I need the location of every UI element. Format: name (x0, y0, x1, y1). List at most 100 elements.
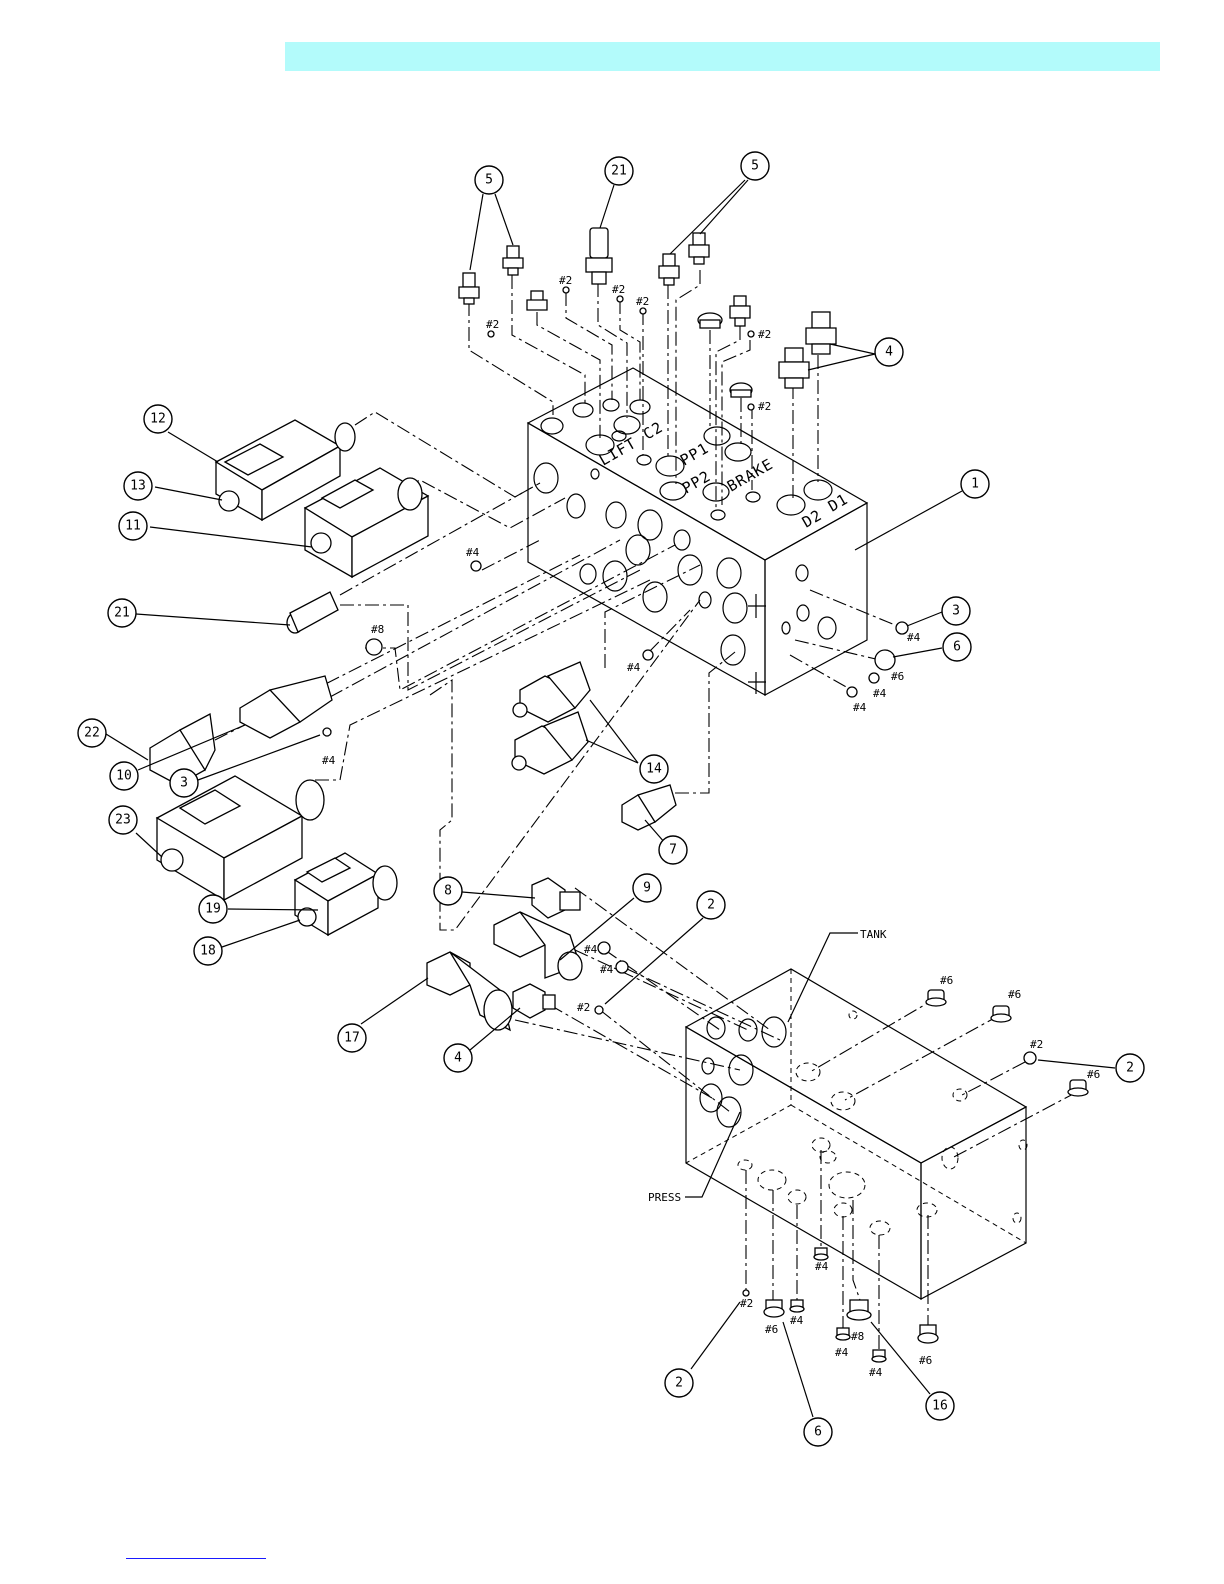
svg-text:10: 10 (116, 769, 132, 784)
svg-text:16: 16 (932, 1399, 948, 1414)
plug-4-bottom-c (836, 1328, 850, 1340)
plug-label: #6 (919, 1354, 932, 1367)
plug-label: #8 (371, 623, 384, 636)
plug-4-bottom-b (814, 1248, 828, 1260)
fitting-4-a (806, 312, 836, 354)
plug-6-right (875, 650, 895, 670)
plug-label: #6 (1008, 988, 1021, 1001)
callout-5-right: 5 (741, 152, 769, 180)
fitting-21-top (586, 228, 612, 284)
svg-text:19: 19 (205, 902, 221, 917)
svg-text:2: 2 (1126, 1061, 1134, 1076)
plug-7 (622, 785, 676, 830)
fitting-4-lower (513, 984, 555, 1018)
callout-10: 10 (110, 762, 138, 790)
cartridge-9 (494, 912, 582, 980)
callout-13: 13 (124, 472, 152, 500)
svg-text:3: 3 (952, 604, 960, 619)
parts-group (150, 228, 1088, 1362)
plug-8-bottom (847, 1300, 871, 1320)
fitting-5-mid (503, 246, 523, 275)
plug-3-left (323, 728, 331, 736)
svg-text:21: 21 (611, 164, 627, 179)
fitting-5-left (459, 273, 479, 304)
callout-11: 11 (119, 512, 147, 540)
plug-label: #4 (853, 701, 867, 714)
plug-label: #4 (627, 661, 641, 674)
upper-manifold-block (528, 368, 867, 695)
plug-label: #2 (559, 274, 572, 287)
callout-22: 22 (78, 719, 106, 747)
plug-label: #2 (758, 328, 771, 341)
callout-17: 17 (338, 1024, 366, 1052)
plug-4-right-a (869, 673, 879, 683)
port-label-brake: BRAKE (724, 455, 776, 496)
plug-label: #4 (322, 754, 336, 767)
svg-text:8: 8 (444, 884, 452, 899)
svg-text:4: 4 (454, 1051, 462, 1066)
callout-12: 12 (144, 405, 172, 433)
callout-1: 1 (961, 470, 989, 498)
plug-label: #4 (600, 963, 614, 976)
plug-8 (366, 639, 382, 655)
plug-6-bottom-a (764, 1300, 784, 1317)
callout-18: 18 (194, 937, 222, 965)
svg-text:23: 23 (115, 813, 131, 828)
port-label-lift: LIFT (596, 434, 640, 470)
callout-3-right: 3 (942, 597, 970, 625)
plug-label: #4 (815, 1260, 829, 1273)
port-label-tank: TANK (860, 928, 887, 941)
svg-text:11: 11 (125, 519, 141, 534)
svg-text:4: 4 (885, 345, 893, 360)
callout-9: 9 (633, 874, 661, 902)
plug-4-center (643, 650, 653, 660)
plug-label-extra: #4 (869, 1366, 883, 1379)
port-label-c2: C2 (640, 418, 666, 444)
svg-text:1: 1 (971, 477, 979, 492)
callout-2-bottom: 2 (665, 1369, 693, 1397)
fitting-21-side (287, 592, 338, 633)
plug-label: #2 (577, 1001, 590, 1014)
plug-4-lower-a (598, 942, 610, 954)
plug-6-c (1068, 1080, 1088, 1096)
plug-label: #4 (873, 687, 887, 700)
plug-label: #2 (740, 1297, 753, 1310)
svg-text:17: 17 (344, 1031, 360, 1046)
callout-6-right: 6 (943, 633, 971, 661)
plug-label: #4 (466, 546, 480, 559)
plug-label: #6 (891, 670, 904, 683)
callout-2-right: 2 (1116, 1054, 1144, 1082)
plug-label: #4 (790, 1314, 804, 1327)
plug-label: #6 (940, 974, 953, 987)
callout-4-lower: 4 (444, 1044, 472, 1072)
svg-text:12: 12 (150, 412, 166, 427)
svg-text:9: 9 (643, 881, 651, 896)
svg-text:14: 14 (646, 762, 662, 777)
svg-text:7: 7 (669, 843, 677, 858)
solenoid-coil-19 (295, 853, 397, 935)
port-label-pp2: PP2 (679, 467, 714, 498)
fitting-top-a (527, 291, 547, 310)
callout-6-bottom: 6 (804, 1418, 832, 1446)
plug-4-left (471, 561, 481, 571)
plug-size-labels: #2 #2 #2 #2 #2 #2 #4 #8 #4 #4 #4 #6 #4 #… (322, 274, 1100, 1367)
svg-text:5: 5 (751, 159, 759, 174)
callout-16: 16 (926, 1392, 954, 1420)
port-label-press: PRESS (648, 1191, 681, 1204)
callout-21-top: 21 (605, 157, 633, 185)
cartridge-10 (240, 676, 332, 738)
svg-text:18: 18 (200, 944, 216, 959)
plug-4-bottom-d (872, 1350, 886, 1362)
fitting-top-b (730, 296, 750, 326)
plug-top-cap-a (698, 313, 722, 328)
svg-text:13: 13 (130, 479, 146, 494)
callout-7: 7 (659, 836, 687, 864)
plug-label: #2 (636, 295, 649, 308)
callout-3-left: 3 (170, 769, 198, 797)
plug-label: #2 (612, 283, 625, 296)
svg-text:5: 5 (485, 173, 493, 188)
callout-5-left: 5 (475, 166, 503, 194)
plug-6-bottom-b (918, 1325, 938, 1343)
svg-text:22: 22 (84, 726, 100, 741)
